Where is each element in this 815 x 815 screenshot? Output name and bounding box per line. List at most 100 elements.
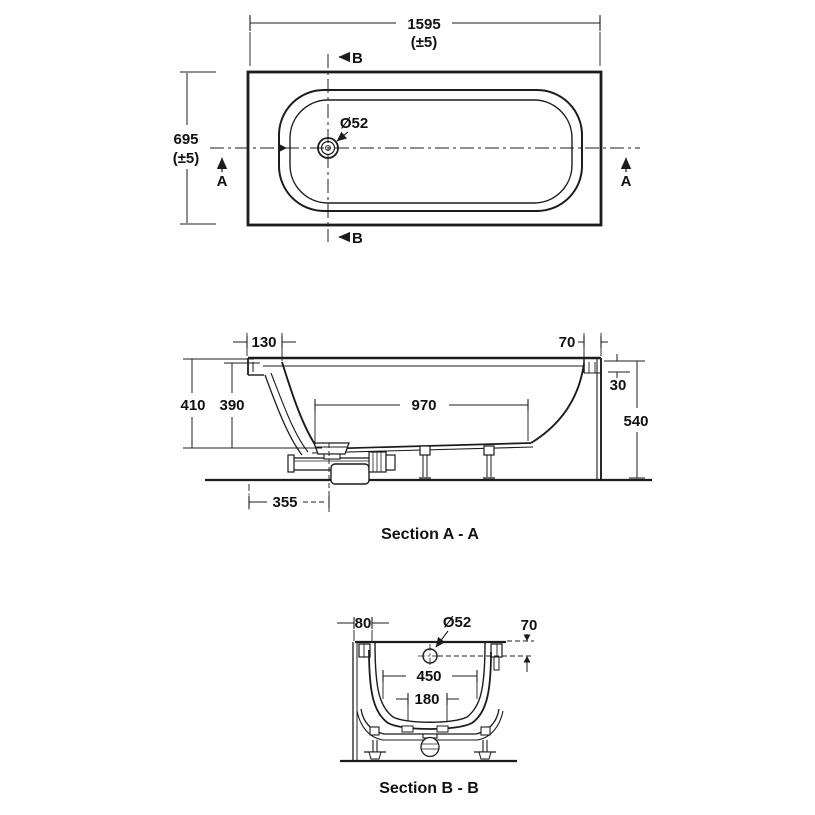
outlet-cap — [385, 454, 396, 471]
pipe-end-cap-left — [287, 454, 295, 473]
support-pad-left — [401, 725, 414, 733]
section-b-label: B — [352, 230, 363, 247]
extension-line — [180, 71, 216, 225]
tub-shell-outer — [368, 649, 492, 730]
section-a-label: A — [217, 173, 228, 190]
drain-bulb-lines — [421, 743, 439, 750]
drain-fitting — [420, 733, 440, 758]
outlet-body — [368, 451, 387, 473]
dim-value: 30 — [610, 377, 627, 394]
leg-bracket — [483, 445, 495, 456]
dim-value: 355 — [272, 494, 297, 511]
leg-post — [486, 455, 492, 477]
drain-hole — [422, 648, 438, 664]
dim-rim-left-80: 80 — [337, 615, 389, 643]
tub-inner-outline — [289, 99, 573, 204]
dim-value: 390 — [219, 397, 244, 414]
section-arrow-a-left: A — [217, 157, 228, 190]
extension-line — [382, 682, 478, 699]
dim-drain-depth-70: 70 — [521, 617, 538, 672]
dim-depth-390: 390 — [219, 362, 260, 448]
overflow-pipe-outer — [264, 374, 303, 456]
dim-value: 410 — [180, 397, 205, 414]
wall-left — [281, 361, 319, 450]
leg-bracket — [419, 445, 431, 456]
wall-right — [530, 363, 585, 444]
support-leg-left — [419, 445, 431, 479]
dim-value: 80 — [355, 615, 372, 632]
leg-post — [422, 455, 428, 477]
tub-shell-inner — [374, 642, 486, 723]
dim-rim-right-70: 70 — [559, 333, 608, 357]
drain-circle-center — [325, 145, 331, 151]
dim-rim-step-30: 30 — [604, 354, 630, 394]
extension-line — [314, 411, 529, 446]
dim-tick — [583, 336, 602, 348]
section-aa-view: 130 70 30 540 410 390 — [180, 333, 652, 543]
drain-bulb — [420, 736, 440, 758]
dim-value: Ø52 — [443, 614, 471, 631]
tub-outer-rect — [246, 70, 603, 227]
dim-length-value: 1595 — [407, 16, 440, 33]
section-bb-title: Section B - B — [379, 780, 479, 797]
leg-foot — [478, 751, 492, 760]
outlet-ribs — [372, 452, 382, 472]
leg-post — [482, 740, 488, 752]
dim-bottom-970: 970 — [314, 397, 529, 446]
dim-tick — [407, 693, 448, 705]
overflow-pipe-inner — [270, 372, 309, 453]
dim-depth-410: 410 — [180, 358, 322, 449]
dim-value: 70 — [521, 617, 538, 634]
dim-length: 1595 (±5) — [249, 15, 601, 66]
dim-width-value: 695 — [173, 131, 198, 148]
extension-line — [604, 360, 630, 373]
leg-post — [372, 740, 378, 752]
arrow-up — [523, 656, 531, 663]
support-leg-right — [474, 726, 496, 760]
support-leg-right — [483, 445, 495, 479]
dim-tick — [248, 496, 330, 508]
leg-cap — [369, 726, 380, 736]
dim-drain-diameter: Ø52 — [340, 115, 368, 132]
dim-height-540: 540 — [623, 360, 649, 479]
rim-center-tick — [279, 144, 287, 152]
dim-rim-left-130: 130 — [233, 333, 296, 361]
dim-drain-bb: Ø52 — [435, 614, 471, 648]
drain-circle-inner — [320, 140, 336, 156]
extension-line — [583, 333, 602, 357]
dim-value: 70 — [559, 334, 576, 351]
drain-stem — [323, 453, 341, 460]
support-pad-right — [436, 725, 449, 733]
dim-tick — [382, 670, 478, 682]
rim-flange-left — [358, 643, 371, 658]
dim-value: 130 — [251, 334, 276, 351]
dim-width: 695 (±5) — [173, 71, 216, 225]
dim-tick — [246, 336, 283, 348]
section-a-label: A — [621, 173, 632, 190]
support-leg-left — [364, 726, 386, 760]
drain-circle-outer — [317, 137, 339, 159]
extension-line — [353, 630, 373, 643]
rim-flange-right — [490, 643, 503, 658]
section-arrow-b-bottom: B — [338, 230, 363, 247]
leg-foot — [368, 751, 382, 760]
extension-line — [407, 705, 448, 721]
extension-line — [183, 358, 322, 449]
trap-cup — [330, 463, 370, 485]
right-bracket-lines — [588, 362, 596, 373]
dim-value: 970 — [411, 397, 436, 414]
dim-length-tolerance: (±5) — [411, 34, 438, 51]
section-arrow-b-top: B — [338, 50, 363, 67]
dim-width-tolerance: (±5) — [173, 150, 200, 167]
reference-dashed-lines — [438, 640, 534, 657]
section-b-label: B — [352, 50, 363, 67]
drain-leader-arrow — [435, 630, 449, 648]
section-aa-title: Section A - A — [381, 526, 479, 543]
plan-view: Ø52 1595 (±5) 695 (±5) A A B — [173, 15, 640, 247]
tub-rim-outline — [278, 89, 583, 212]
dim-value: 540 — [623, 413, 648, 430]
drain-flange — [313, 442, 350, 455]
section-bb-view: Ø52 70 80 450 180 Section B - B — [337, 614, 537, 797]
